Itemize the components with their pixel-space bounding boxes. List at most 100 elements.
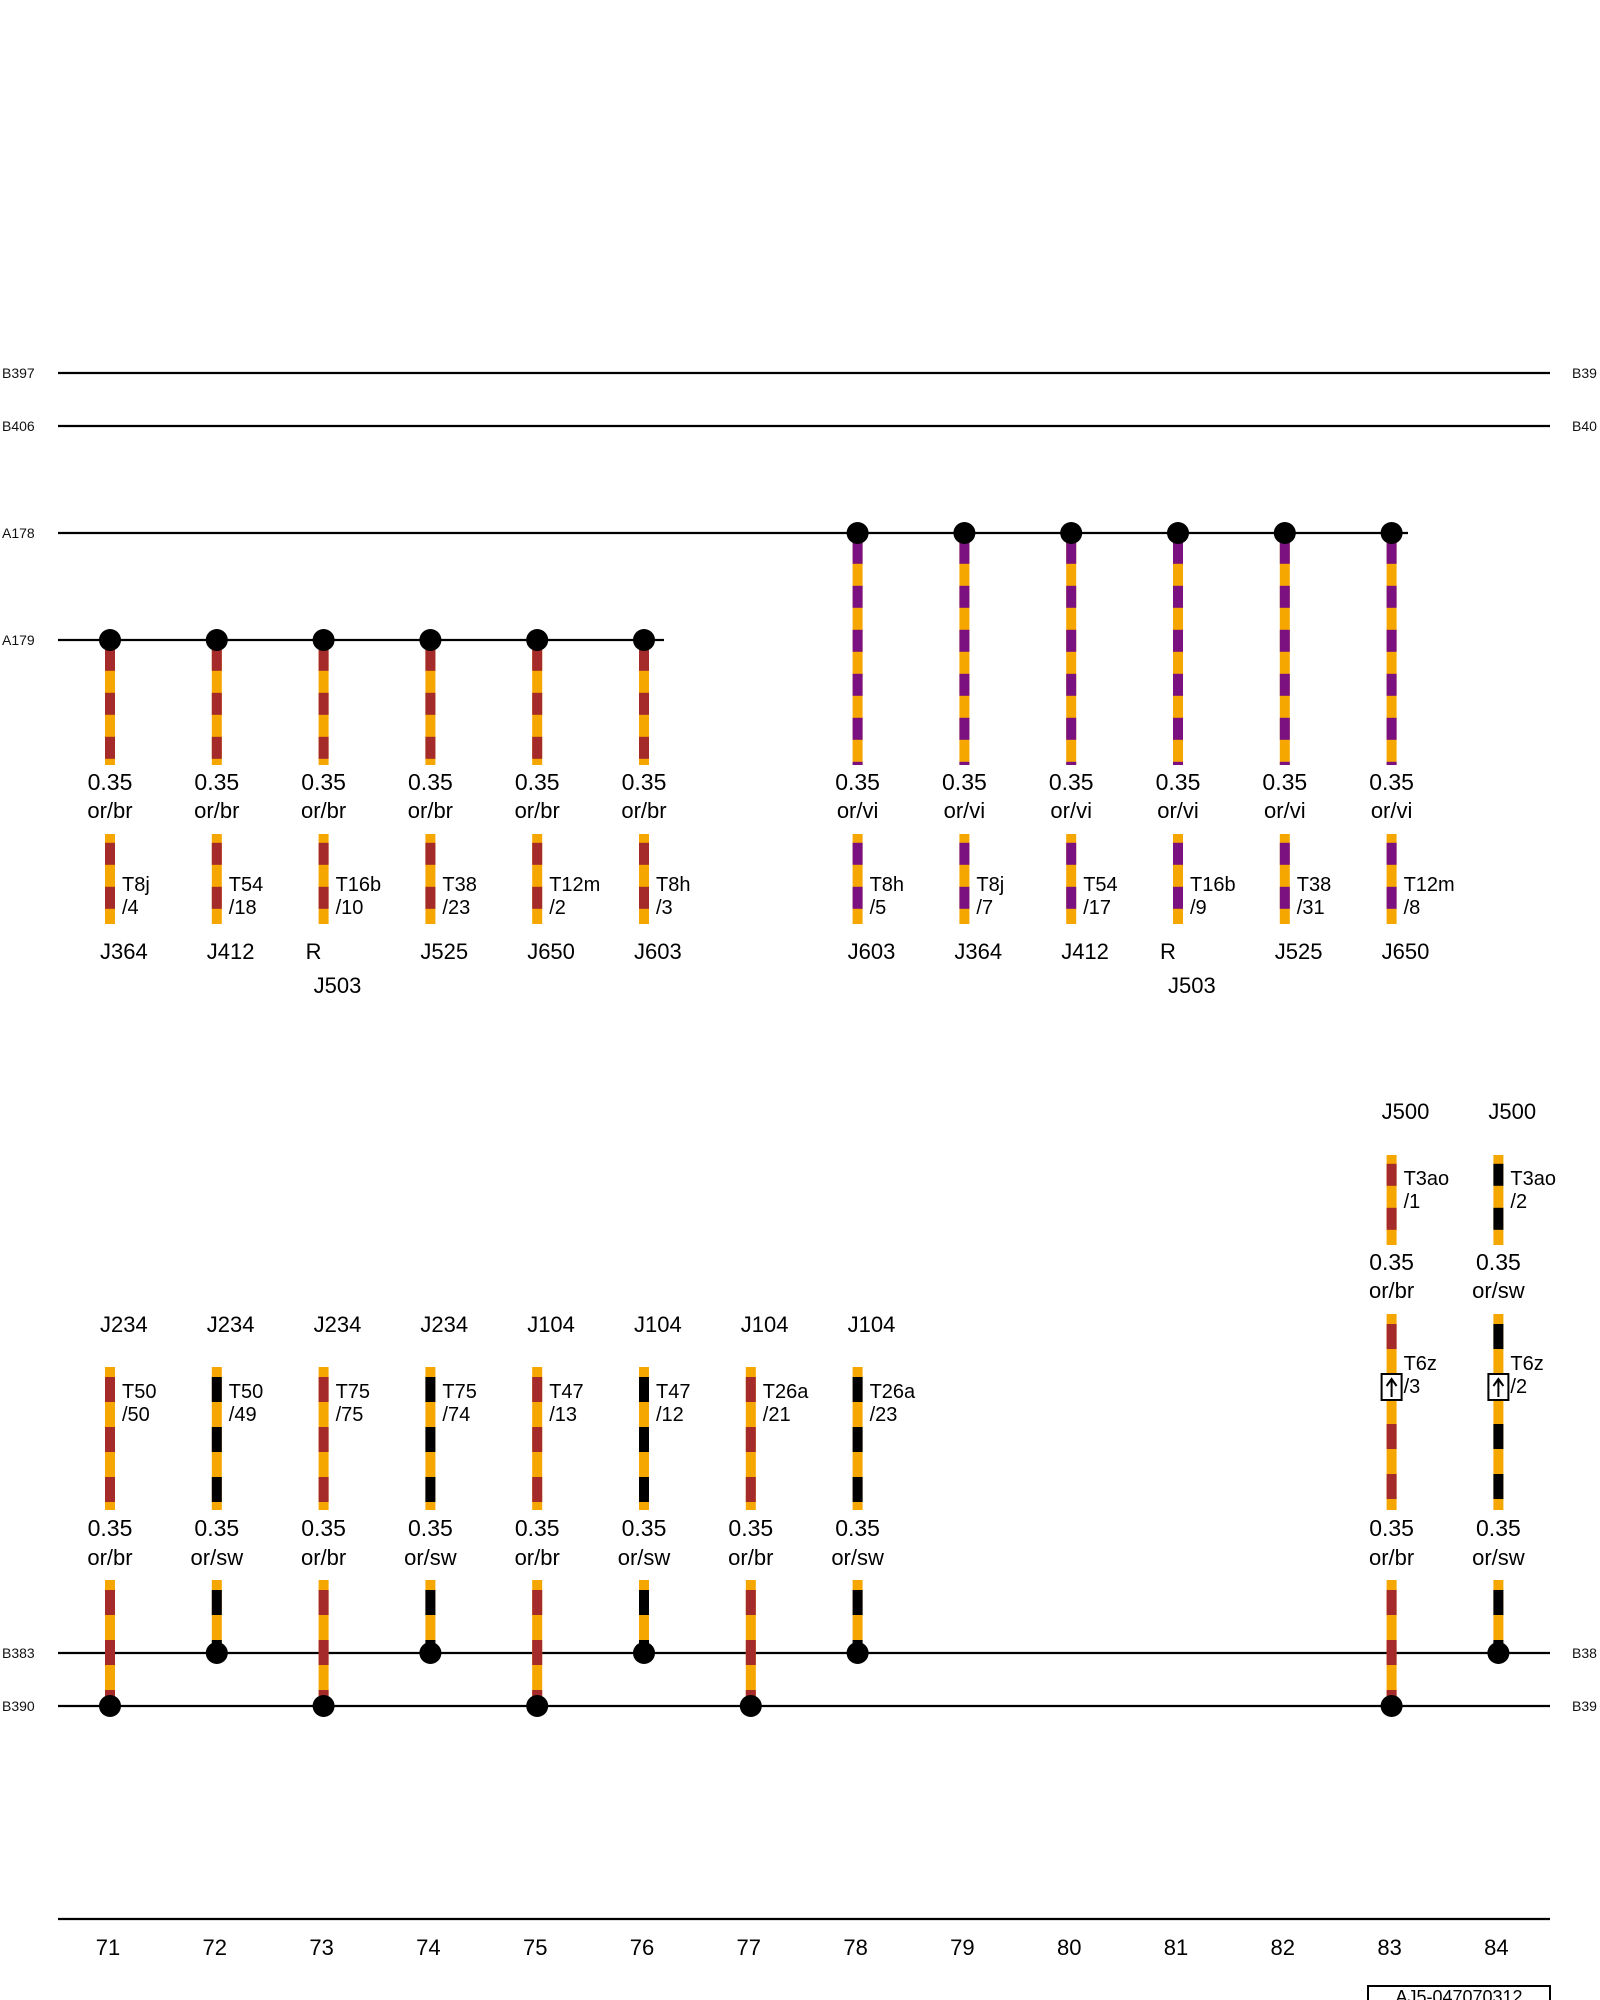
wire-bottom-73-upper-stripe [318, 1427, 329, 1452]
splice-dot-82-a178 [1273, 522, 1296, 544]
wire-bottom-78-lower-stripe [852, 1590, 863, 1615]
wire-size-label: 0.35 [408, 1515, 453, 1541]
bus-label-left-b390: B390 [2, 1698, 35, 1714]
bus-label-left-b397: B397 [2, 365, 35, 381]
wire-top-71-lower [105, 834, 115, 924]
wire-size-label: 0.35 [301, 1515, 346, 1541]
wire-top-79-lower-stripe [959, 842, 970, 865]
doc-id-box [1367, 1985, 1551, 2000]
wire-color-label: or/vi [1371, 798, 1413, 823]
pin-label: /3 [656, 897, 673, 919]
splice-dot-83-b390 [1380, 1695, 1403, 1717]
wire-bottom-74-upper-stripe [425, 1477, 436, 1502]
component-label-secondary: J503 [1168, 973, 1216, 998]
wire-top-73-upper [318, 640, 329, 765]
wire-top-81-upper-stripe [1173, 629, 1183, 652]
wire-size-label: 0.35 [1369, 1249, 1414, 1275]
wire-top-81-lower [1173, 834, 1183, 924]
wire-right-84-lower-base [1493, 1580, 1504, 1653]
wire-top-74-lower-base [425, 834, 436, 924]
wire-top-73-lower-stripe [318, 842, 329, 865]
wire-right-84-mid-stripe [1493, 1424, 1504, 1449]
wire-size-label: 0.35 [1476, 1249, 1521, 1275]
wire-bottom-75-lower-stripe [532, 1640, 543, 1665]
wire-color-label: or/sw [404, 1545, 457, 1570]
wire-color-label: or/sw [618, 1545, 671, 1570]
component-label: J104 [741, 1312, 789, 1337]
wire-top-80-upper-stripe [1066, 673, 1077, 696]
connector-box-icon [1487, 1373, 1510, 1401]
wire-top-71-lower-base [105, 834, 115, 924]
pin-label: /12 [656, 1404, 684, 1426]
wire-right-84-lower-stripe [1493, 1590, 1504, 1615]
pin-label: /3 [1404, 1376, 1421, 1398]
doc-id-label: AJ5-047070312 [1395, 1987, 1522, 2000]
wire-color-label: or/sw [1472, 1278, 1525, 1303]
column-number: 71 [96, 1935, 120, 1960]
component-label: J234 [207, 1312, 255, 1337]
wire-top-81-lower-stripe [1173, 842, 1183, 865]
wire-top-79-upper-stripe [959, 717, 970, 740]
wire-top-71-upper-stripe [105, 648, 115, 671]
component-label: J650 [527, 939, 575, 964]
wire-color-label: or/vi [1050, 798, 1092, 823]
wire-top-78-upper-stripe [852, 717, 863, 740]
component-label: J364 [954, 939, 1002, 964]
splice-dot-77-b390 [739, 1695, 762, 1717]
component-label: J500 [1488, 1099, 1536, 1124]
wire-bottom-74-lower-base [425, 1580, 436, 1653]
pin-label: /21 [763, 1404, 791, 1426]
splice-dot-73-b390 [312, 1695, 335, 1717]
bus-label-left-b383: B383 [2, 1645, 35, 1661]
wire-bottom-72-upper-stripe [211, 1427, 222, 1452]
wire-top-72-lower [211, 834, 222, 924]
wire-top-72-lower-stripe [211, 842, 222, 865]
wire-bottom-72-lower-stripe [211, 1590, 222, 1615]
splice-dot-79-a178 [953, 522, 976, 544]
wire-bottom-71-lower [105, 1580, 115, 1706]
component-label: J234 [420, 1312, 468, 1337]
wire-top-73-lower [318, 834, 329, 924]
wire-bottom-77-upper-stripe [745, 1427, 756, 1452]
wire-top-73-lower-stripe [318, 886, 329, 909]
wire-color-label: or/br [87, 1545, 132, 1570]
wire-top-79-lower [959, 834, 970, 924]
component-label: J234 [314, 1312, 362, 1337]
wire-top-75-lower-stripe [532, 842, 543, 865]
splice-dot-76-a179 [633, 629, 655, 651]
wire-top-83-lower-stripe [1386, 886, 1397, 909]
wire-size-label: 0.35 [1369, 769, 1414, 795]
wire-bottom-71-lower-stripe [105, 1640, 115, 1665]
wire-bottom-77-upper-stripe [745, 1377, 756, 1402]
pin-label: /8 [1404, 897, 1421, 919]
wire-bottom-77-lower [745, 1580, 756, 1706]
wire-top-83-upper-stripe [1386, 585, 1397, 608]
wire-bottom-73-upper-stripe [318, 1377, 329, 1402]
wire-bottom-77-lower-stripe [745, 1590, 756, 1615]
wire-top-80-upper-stripe [1066, 629, 1077, 652]
up-arrow-icon [1492, 1377, 1505, 1397]
wire-top-80-upper-stripe [1066, 585, 1077, 608]
wire-top-76-upper-stripe [639, 692, 649, 715]
wire-top-83-upper-stripe [1386, 629, 1397, 652]
wire-top-80-lower-stripe [1066, 842, 1077, 865]
wire-top-82-lower-base [1279, 834, 1290, 924]
connector-label: T3ao [1404, 1168, 1450, 1190]
column-number: 80 [1057, 1935, 1081, 1960]
pin-label: /18 [229, 897, 257, 919]
wire-right-83-mid-stripe [1386, 1324, 1397, 1349]
wire-top-75-upper [532, 640, 543, 765]
up-arrow-icon [1385, 1377, 1398, 1397]
connector-label: T50 [229, 1381, 263, 1403]
wire-color-label: or/br [408, 798, 453, 823]
component-label: J234 [100, 1312, 148, 1337]
column-number: 84 [1484, 1935, 1508, 1960]
wire-bottom-73-lower-stripe [318, 1640, 329, 1665]
wire-top-74-lower [425, 834, 436, 924]
component-label: J650 [1382, 939, 1430, 964]
connector-label: T16b [1190, 874, 1236, 896]
splice-dot-74-b383 [419, 1642, 442, 1664]
wire-top-82-upper [1279, 533, 1290, 765]
wire-top-82-upper-stripe [1279, 761, 1290, 765]
wire-bottom-75-upper-stripe [532, 1377, 543, 1402]
